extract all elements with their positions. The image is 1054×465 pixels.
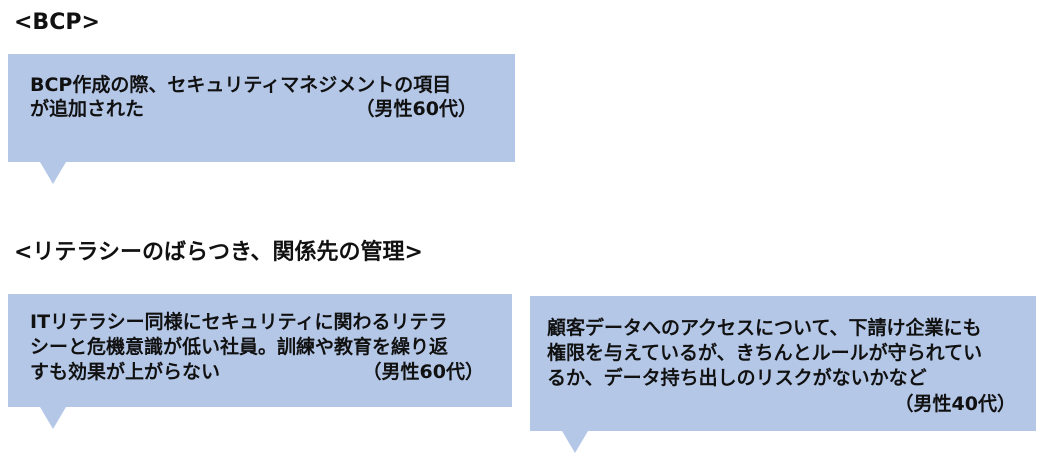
comment-line: が追加された: [30, 98, 145, 120]
comment-attribution: （男性60代）: [355, 98, 477, 120]
comment-line: すも効果が上がらない: [30, 361, 221, 383]
comment-line: 顧客データへのアクセスについて、下請け企業にも: [547, 317, 982, 339]
speech-bubble-tail: [40, 407, 66, 429]
comment-line: 権限を与えているが、きちんとルールが守られてい: [547, 342, 983, 364]
comment-attribution: （男性60代）: [362, 361, 484, 383]
comment-line: るか、データ持ち出しのリスクがないかなど: [547, 367, 927, 389]
section-heading-literacy: <リテラシーのばらつき、関係先の管理>: [14, 240, 423, 265]
comment-line: BCP作成の際、セキュリティマネジメントの項目: [30, 74, 452, 96]
comment-bubble-literacy: ITリテラシー同様にセキュリティに関わるリテラ シーと危機意識が低い社員。訓練や…: [8, 294, 512, 429]
speech-bubble-tail: [40, 162, 66, 184]
comment-attribution: （男性40代）: [894, 393, 1016, 415]
speech-bubble-tail: [562, 431, 588, 453]
comment-line: シーと危機意識が低い社員。訓練や教育を繰り返: [30, 336, 449, 358]
comment-bubble-bcp: BCP作成の際、セキュリティマネジメントの項目 が追加された （男性60代）: [8, 54, 515, 184]
comment-line: ITリテラシー同様にセキュリティに関わるリテラ: [30, 311, 448, 333]
comment-bubble-access-control: 顧客データへのアクセスについて、下請け企業にも 権限を与えているが、きちんとルー…: [530, 296, 1036, 453]
section-heading-bcp: <BCP>: [14, 10, 100, 35]
